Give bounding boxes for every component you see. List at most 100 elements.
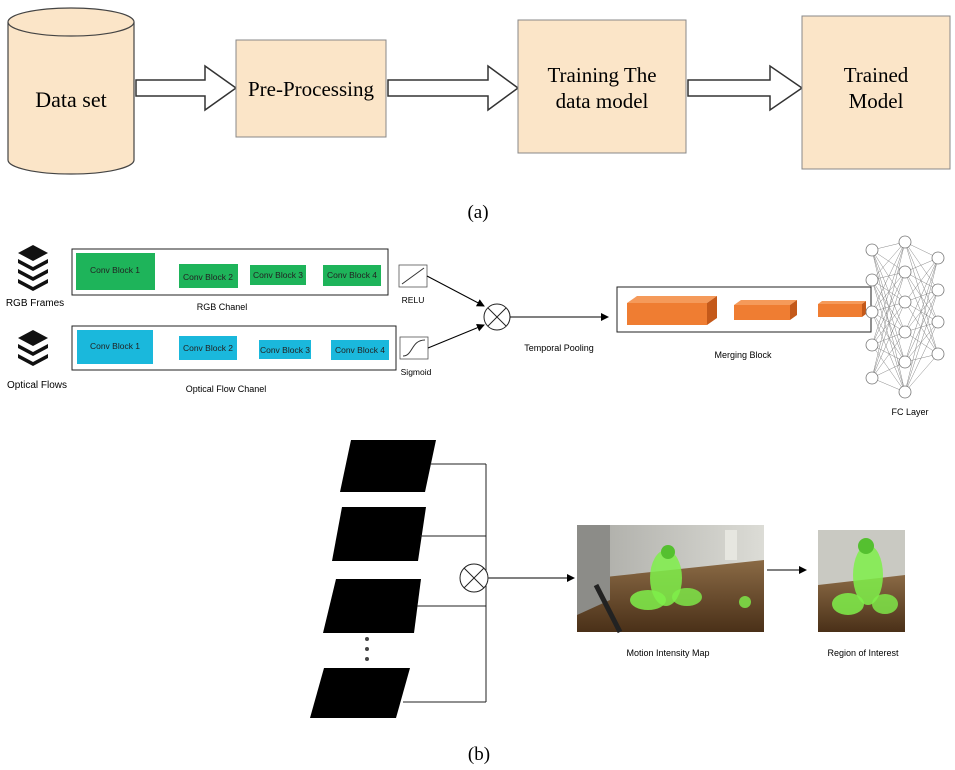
fc-node bbox=[898, 295, 912, 309]
rgb-frames-stack-icon bbox=[18, 245, 48, 291]
fc-node bbox=[931, 315, 945, 329]
fc-connection bbox=[904, 257, 939, 303]
fc-connection bbox=[904, 241, 939, 355]
fc-connection bbox=[904, 331, 939, 355]
fc-connection bbox=[904, 241, 939, 291]
training-label-line2: data model bbox=[556, 89, 649, 113]
hollow-arrow-2 bbox=[387, 64, 520, 112]
fc-connection bbox=[871, 301, 906, 379]
fc-node bbox=[898, 385, 912, 399]
sigmoid-label: Sigmoid bbox=[401, 367, 432, 377]
relu-label: RELU bbox=[402, 295, 425, 305]
rgb-conv-block-3 bbox=[250, 265, 306, 285]
fc-layer-label: FC Layer bbox=[891, 407, 928, 417]
fc-connection bbox=[904, 271, 939, 355]
rgb-conv-block-4-label: Conv Block 4 bbox=[327, 270, 377, 280]
rgb-conv-block-1 bbox=[76, 253, 155, 290]
trained-label-line1: Trained bbox=[844, 63, 909, 87]
motion-map-label: Motion Intensity Map bbox=[626, 648, 709, 658]
flow-conv-block-1-label: Conv Block 1 bbox=[90, 341, 140, 351]
caption-b: (b) bbox=[468, 744, 490, 765]
flow-conv-block-3-label: Conv Block 3 bbox=[260, 345, 310, 355]
fc-node bbox=[865, 305, 879, 319]
fc-connection bbox=[871, 241, 906, 313]
fc-connection bbox=[871, 279, 906, 303]
preprocessing-box: Pre-Processing bbox=[235, 39, 387, 138]
sigmoid-to-multiply-arrow bbox=[427, 323, 485, 349]
rgb-conv-block-2 bbox=[179, 264, 238, 288]
fc-connection bbox=[904, 271, 939, 323]
fc-node bbox=[898, 235, 912, 249]
frame-1 bbox=[340, 440, 436, 492]
fc-connection bbox=[871, 279, 906, 393]
fc-node bbox=[931, 251, 945, 265]
roi-label: Region of Interest bbox=[827, 648, 899, 658]
preprocessing-label: Pre-Processing bbox=[248, 77, 374, 101]
ellipsis-dot-2 bbox=[365, 647, 369, 651]
motion-intensity-map-image bbox=[577, 525, 764, 634]
flow-conv-block-1 bbox=[77, 330, 153, 364]
fc-connection bbox=[904, 257, 939, 363]
rgb-channel-box bbox=[71, 248, 389, 296]
fc-connection bbox=[871, 271, 906, 379]
hollow-arrow-1 bbox=[135, 64, 238, 112]
fc-connection bbox=[871, 271, 906, 313]
fc-connection bbox=[871, 301, 906, 346]
aggregate-operator-icon bbox=[459, 563, 489, 593]
optical-flows-stack-icon bbox=[18, 330, 48, 366]
fc-connection bbox=[871, 311, 906, 333]
frame-4 bbox=[310, 668, 410, 718]
fc-connection bbox=[904, 301, 939, 323]
fc-node bbox=[898, 265, 912, 279]
fc-node bbox=[865, 243, 879, 257]
temporal-pooling-label: Temporal Pooling bbox=[524, 343, 594, 353]
fc-connection bbox=[871, 279, 906, 333]
motion-map-diagram: Motion Intensity Map Region of Interest … bbox=[310, 440, 905, 765]
caption-a: (a) bbox=[467, 202, 488, 223]
flow-conv-block-4 bbox=[331, 340, 389, 360]
merging-block-label: Merging Block bbox=[714, 350, 772, 360]
flow-channel-box bbox=[71, 325, 397, 371]
fc-connection bbox=[904, 321, 939, 363]
flow-conv-block-3 bbox=[259, 340, 311, 359]
flow-channel-label: Optical Flow Chanel bbox=[186, 384, 267, 394]
relu-icon bbox=[398, 264, 428, 288]
fc-connection bbox=[904, 257, 939, 333]
rgb-channel-label: RGB Chanel bbox=[197, 302, 248, 312]
fc-node bbox=[865, 371, 879, 385]
fc-connection bbox=[871, 279, 906, 363]
flowchart-a: Data set Pre-Processing Training The dat… bbox=[7, 7, 951, 223]
relu-to-multiply-arrow bbox=[426, 275, 485, 307]
region-of-interest-image bbox=[818, 530, 905, 632]
rgb-conv-block-2-label: Conv Block 2 bbox=[183, 272, 233, 282]
merge-block-1 bbox=[627, 296, 717, 325]
fc-connection bbox=[871, 311, 906, 393]
dataset-cylinder: Data set bbox=[7, 7, 135, 175]
fc-connection bbox=[871, 331, 906, 379]
flow-conv-block-2 bbox=[179, 336, 237, 360]
dataset-label: Data set bbox=[35, 87, 106, 112]
rgb-conv-block-1-label: Conv Block 1 bbox=[90, 265, 140, 275]
training-box: Training The data model bbox=[517, 19, 687, 154]
ellipsis-dot-3 bbox=[365, 657, 369, 661]
rgb-frames-label: RGB Frames bbox=[6, 298, 64, 309]
fc-connection bbox=[904, 241, 939, 323]
fc-connection bbox=[904, 289, 939, 393]
fc-node bbox=[865, 273, 879, 287]
fc-connection bbox=[871, 241, 906, 346]
optical-flows-label: Optical Flows bbox=[7, 380, 67, 391]
fc-connection bbox=[871, 311, 906, 363]
fc-node bbox=[865, 338, 879, 352]
training-label-line1: Training The bbox=[547, 63, 656, 87]
fc-connection bbox=[904, 289, 939, 333]
merge-block-2 bbox=[734, 300, 797, 320]
fc-connection bbox=[871, 344, 906, 393]
rgb-conv-block-4 bbox=[323, 265, 381, 286]
multiply-operator-icon bbox=[483, 303, 511, 331]
rgb-conv-block-3-label: Conv Block 3 bbox=[253, 270, 303, 280]
trained-model-box: Trained Model bbox=[801, 15, 951, 170]
fc-connection bbox=[904, 321, 939, 393]
merge-block-3 bbox=[818, 301, 866, 317]
flow-conv-block-2-label: Conv Block 2 bbox=[183, 343, 233, 353]
